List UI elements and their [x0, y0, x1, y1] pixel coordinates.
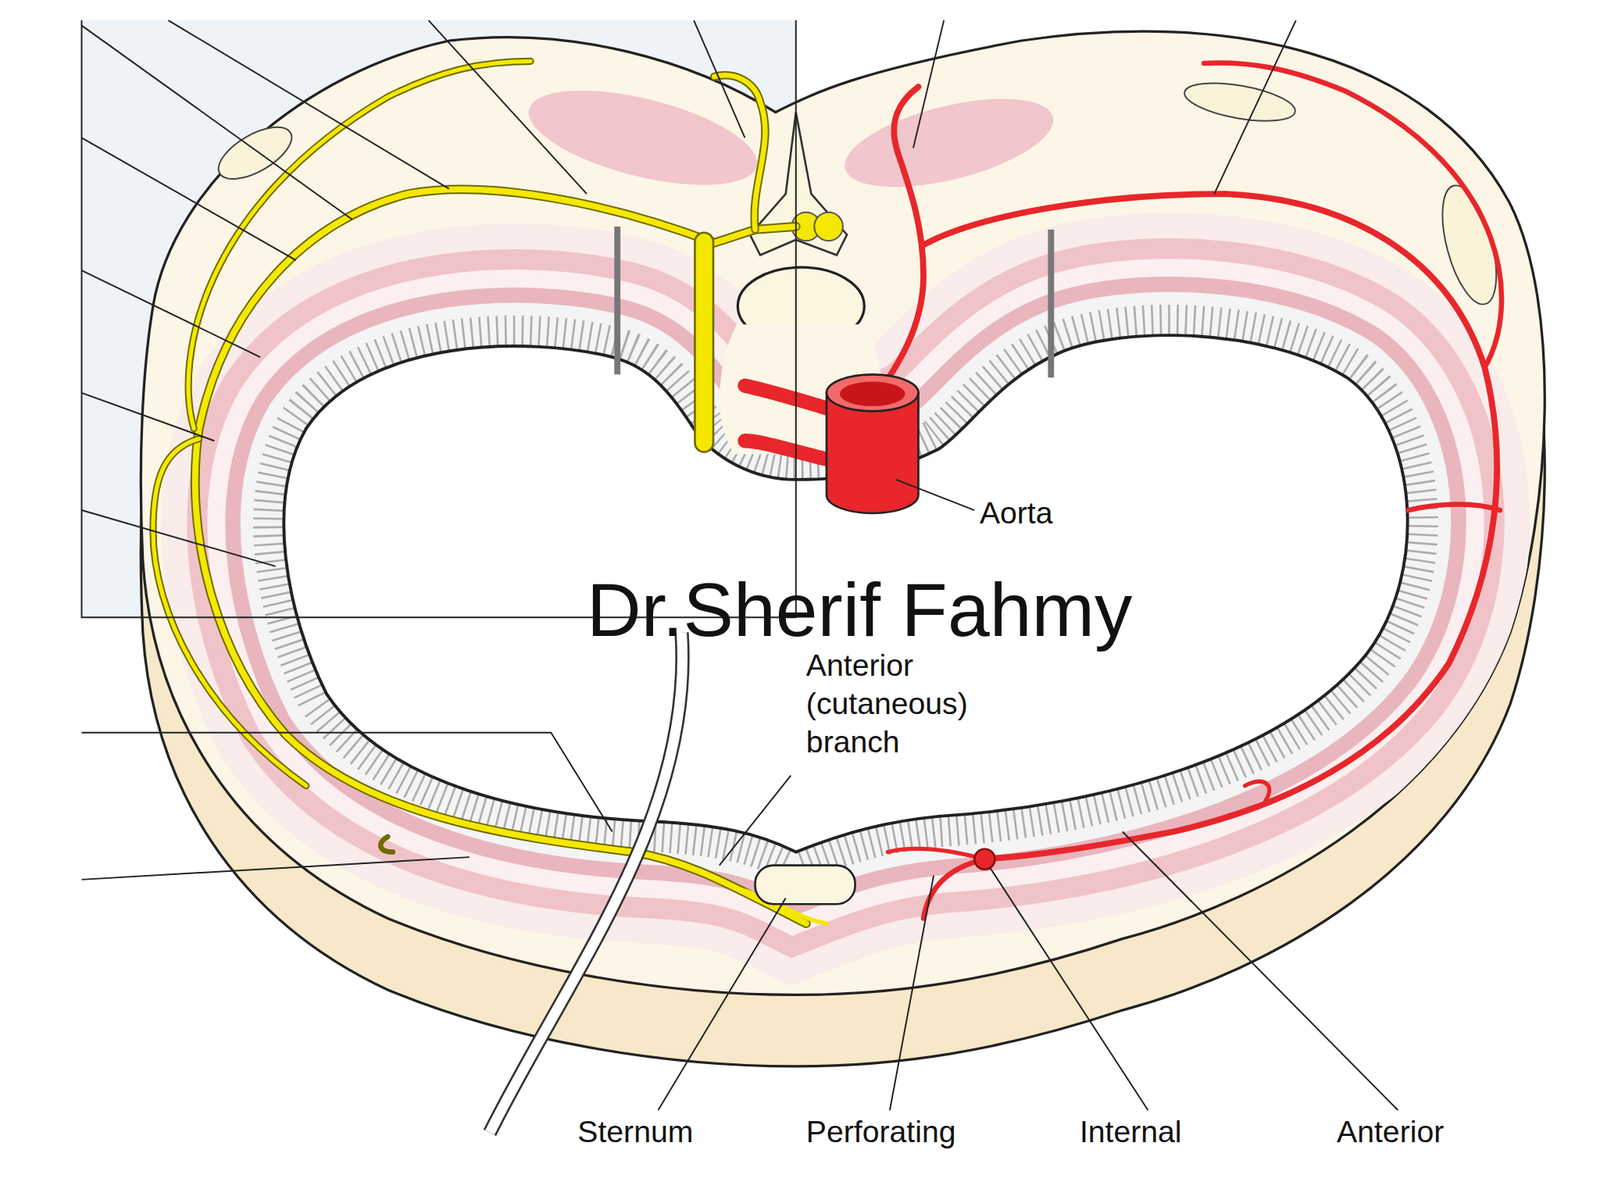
sympathetic-trunk — [694, 232, 714, 453]
leader-line — [693, 20, 745, 138]
artery-twig — [1244, 781, 1269, 801]
layer-line — [283, 335, 1408, 852]
aorta-rim — [826, 374, 919, 411]
lateral-cutaneous-branch — [153, 439, 307, 786]
rib-head-mark — [1047, 229, 1054, 378]
structure-label: Aorta — [979, 493, 1123, 533]
intercostal-nerve — [153, 60, 827, 924]
panel-border — [81, 20, 796, 618]
posterior-cutaneous-branch — [188, 60, 531, 429]
internal-thoracic-artery — [974, 849, 995, 870]
leader-line — [81, 25, 352, 220]
dorsal-branch — [867, 86, 924, 408]
erector-spinae — [835, 81, 1062, 205]
rib-head-mark — [614, 226, 621, 375]
muscle-layer — [283, 335, 1408, 852]
leader-line — [81, 270, 261, 358]
nerve-outline — [195, 189, 807, 924]
external-intercostal — [283, 335, 1408, 852]
watermark: Dr.Sherif Fahmy — [586, 563, 1322, 658]
chest-wall-layers — [283, 335, 1408, 852]
skin-surface — [140, 31, 1545, 995]
nerve-outline — [188, 60, 531, 429]
leader-line — [913, 20, 944, 148]
leader-lines — [81, 20, 1398, 1111]
scapula-edge — [1182, 76, 1299, 129]
structure-label: Anterior — [1336, 1112, 1541, 1151]
intercostal-nerve — [195, 189, 807, 924]
leader-line — [989, 867, 1148, 1111]
structure-label: Perforating — [806, 1112, 1031, 1151]
needle-outline — [489, 632, 683, 1133]
leader-line — [719, 775, 791, 866]
leader-line — [889, 875, 934, 1111]
artery-anastomosis — [1407, 504, 1500, 511]
aorta-lumen — [839, 381, 906, 406]
erector-spinae — [519, 71, 766, 204]
leader-line — [81, 392, 215, 441]
artery-branch — [1203, 62, 1502, 368]
internal-intercostal — [283, 335, 1408, 852]
leader-line — [168, 20, 450, 190]
sternum-bone — [755, 865, 856, 905]
artery-branch — [887, 848, 985, 859]
leader-line — [81, 510, 275, 567]
leader-line — [1122, 831, 1399, 1111]
leader-line — [81, 732, 612, 833]
posterior-ramus — [714, 75, 765, 230]
needle — [489, 632, 683, 1133]
structure-label: Anterior (cutaneous) branch — [806, 646, 1011, 761]
innermost-intercostal — [283, 335, 1408, 852]
striated-muscle — [283, 335, 1408, 852]
fascia-layer — [283, 335, 1408, 852]
leader-line — [428, 20, 587, 194]
leader-line — [81, 857, 469, 880]
structure-label: Sternum — [577, 1112, 782, 1151]
leader-line — [896, 479, 975, 511]
nerve-outline — [153, 439, 307, 786]
aortic-branch — [744, 440, 826, 460]
spinal-cord — [814, 212, 843, 242]
structure-label: Internal — [1079, 1112, 1284, 1151]
thoracic-cavity — [283, 335, 1408, 852]
nerve-outline — [714, 75, 765, 230]
intercostal-artery — [867, 62, 1502, 918]
perforating-branch — [923, 859, 985, 919]
posterior-intercostal-artery — [923, 193, 1497, 860]
leader-line — [657, 897, 786, 1111]
leader-line — [81, 137, 296, 261]
nerve-twig — [380, 836, 393, 853]
aortic-branch — [744, 385, 826, 409]
leader-line — [1214, 20, 1296, 194]
